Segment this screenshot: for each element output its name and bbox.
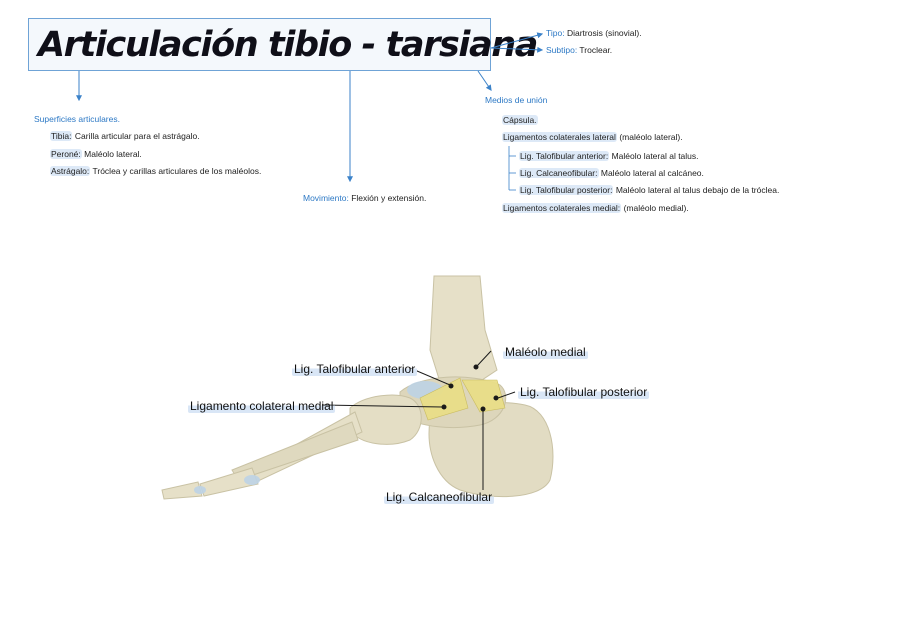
subtipo-label: Subtipo: (546, 45, 578, 55)
subtipo-line: Subtipo: Troclear. (546, 45, 612, 55)
movimiento-value: Flexión y extensión. (351, 193, 427, 203)
page-title: Articulación tibio - tarsiana (38, 25, 538, 65)
joint-cartilage (194, 486, 206, 494)
foot-bones (161, 275, 554, 500)
label-talofibular-posterior: Lig. Talofibular posterior (518, 385, 650, 399)
label-pointers (321, 350, 516, 490)
ligament-colateral-medial (419, 377, 469, 421)
joint-cartilage (244, 475, 260, 485)
subtipo-value: Troclear. (579, 45, 613, 55)
tipo-line: Tipo: Diartrosis (sinovial). (546, 28, 642, 38)
tipo-value: Diartrosis (sinovial). (566, 28, 642, 38)
midfoot-bones (349, 394, 422, 445)
medios-lateral: Ligamentos colaterales lateral (maléolo … (502, 132, 683, 142)
movimiento-line: Movimiento: Flexión y extensión. (303, 193, 426, 203)
superficie-item: Peroné: Maléolo lateral. (50, 149, 142, 159)
label-calcaneofibular: Lig. Calcaneofibular (384, 490, 495, 504)
title-box (28, 18, 491, 71)
ligament-talofibular (461, 379, 506, 413)
label-maleolo-medial: Maléolo medial (503, 345, 588, 359)
label-colateral-medial: Ligamento colateral medial (188, 399, 336, 413)
movimiento-label: Movimiento: (303, 193, 349, 203)
medios-heading: Medios de unión (485, 95, 548, 105)
superficie-item: Tibia: Carilla articular para el astrága… (50, 131, 200, 141)
medios-sub-item: Lig. Calcaneofibular: Maléolo lateral al… (519, 168, 704, 178)
medios-medial: Ligamentos colaterales medial: (maléolo … (502, 203, 689, 213)
label-talofibular-anterior: Lig. Talofibular anterior (292, 362, 418, 376)
superficie-item: Astrágalo: Tróclea y carillas articulare… (50, 166, 262, 176)
tipo-label: Tipo: (546, 28, 565, 38)
superficies-heading: Superficies articulares. (34, 114, 120, 124)
medios-capsula: Cápsula. (502, 115, 538, 125)
medios-sub-item: Lig. Talofibular anterior: Maléolo later… (519, 151, 699, 161)
tibia-bone (429, 275, 498, 389)
medios-sub-item: Lig. Talofibular posterior: Maléolo late… (519, 185, 780, 195)
